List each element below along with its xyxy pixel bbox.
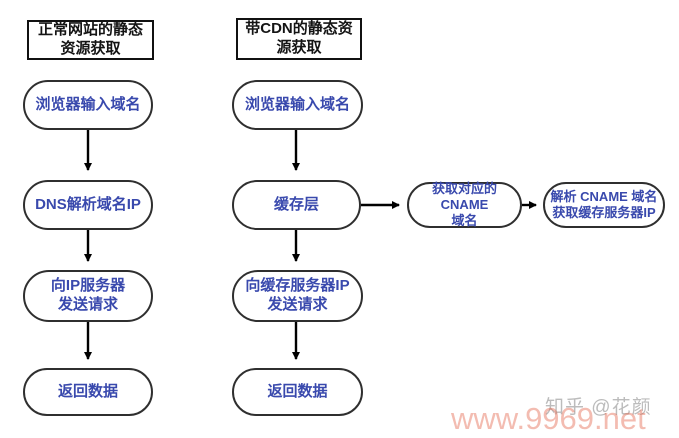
zhihu-watermark: 知乎 @花颜: [545, 397, 652, 418]
node-return-data-1: 返回数据: [23, 368, 153, 416]
node-resolve-cname-get-cache-server-ip: 解析 CNAME 域名 获取缓存服务器IP: [543, 182, 665, 228]
node-browser-input-domain-1: 浏览器输入域名: [23, 80, 153, 130]
node-send-request-to-ip-server: 向IP服务器 发送请求: [23, 270, 153, 322]
header-cdn-static: 带CDN的静态资 源获取: [236, 18, 362, 60]
node-get-cname-domain: 获取对应的CNAME 域名: [407, 181, 522, 228]
node-cache-layer: 缓存层: [232, 180, 361, 230]
node-send-request-to-cache-server-ip: 向缓存服务器IP 发送请求: [232, 270, 363, 322]
header-normal-static: 正常网站的静态 资源获取: [27, 20, 154, 60]
node-return-data-2: 返回数据: [232, 368, 363, 416]
node-dns-resolve-domain-ip: DNS解析域名IP: [23, 180, 153, 230]
site-watermark: www.9969.net: [451, 401, 646, 436]
node-browser-input-domain-2: 浏览器输入域名: [232, 80, 363, 130]
